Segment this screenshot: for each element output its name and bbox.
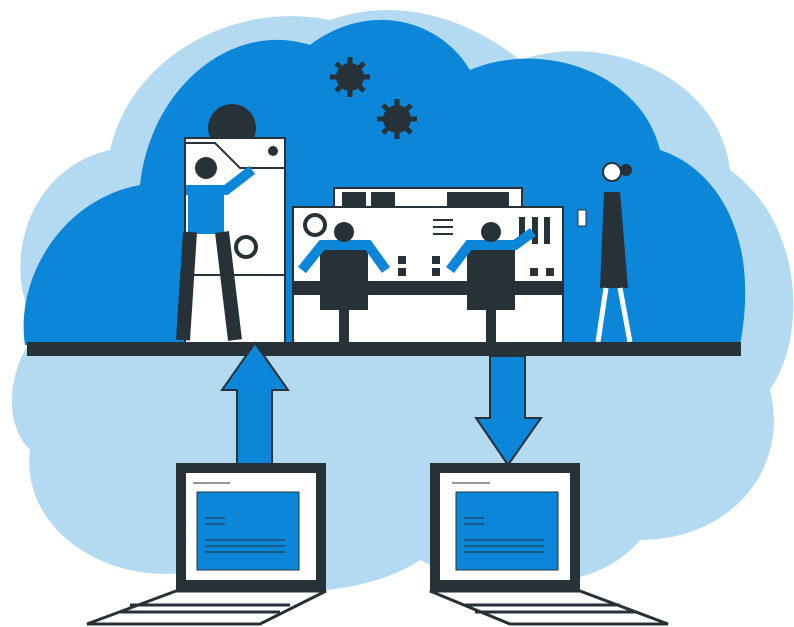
- person: [176, 157, 256, 341]
- laptop-icon: [429, 463, 669, 626]
- laptop-icon: [86, 463, 327, 626]
- person: [298, 222, 391, 343]
- floor-platform: [27, 342, 741, 356]
- person: [577, 162, 633, 343]
- person: [446, 222, 536, 343]
- arrow-down-icon: [474, 355, 543, 467]
